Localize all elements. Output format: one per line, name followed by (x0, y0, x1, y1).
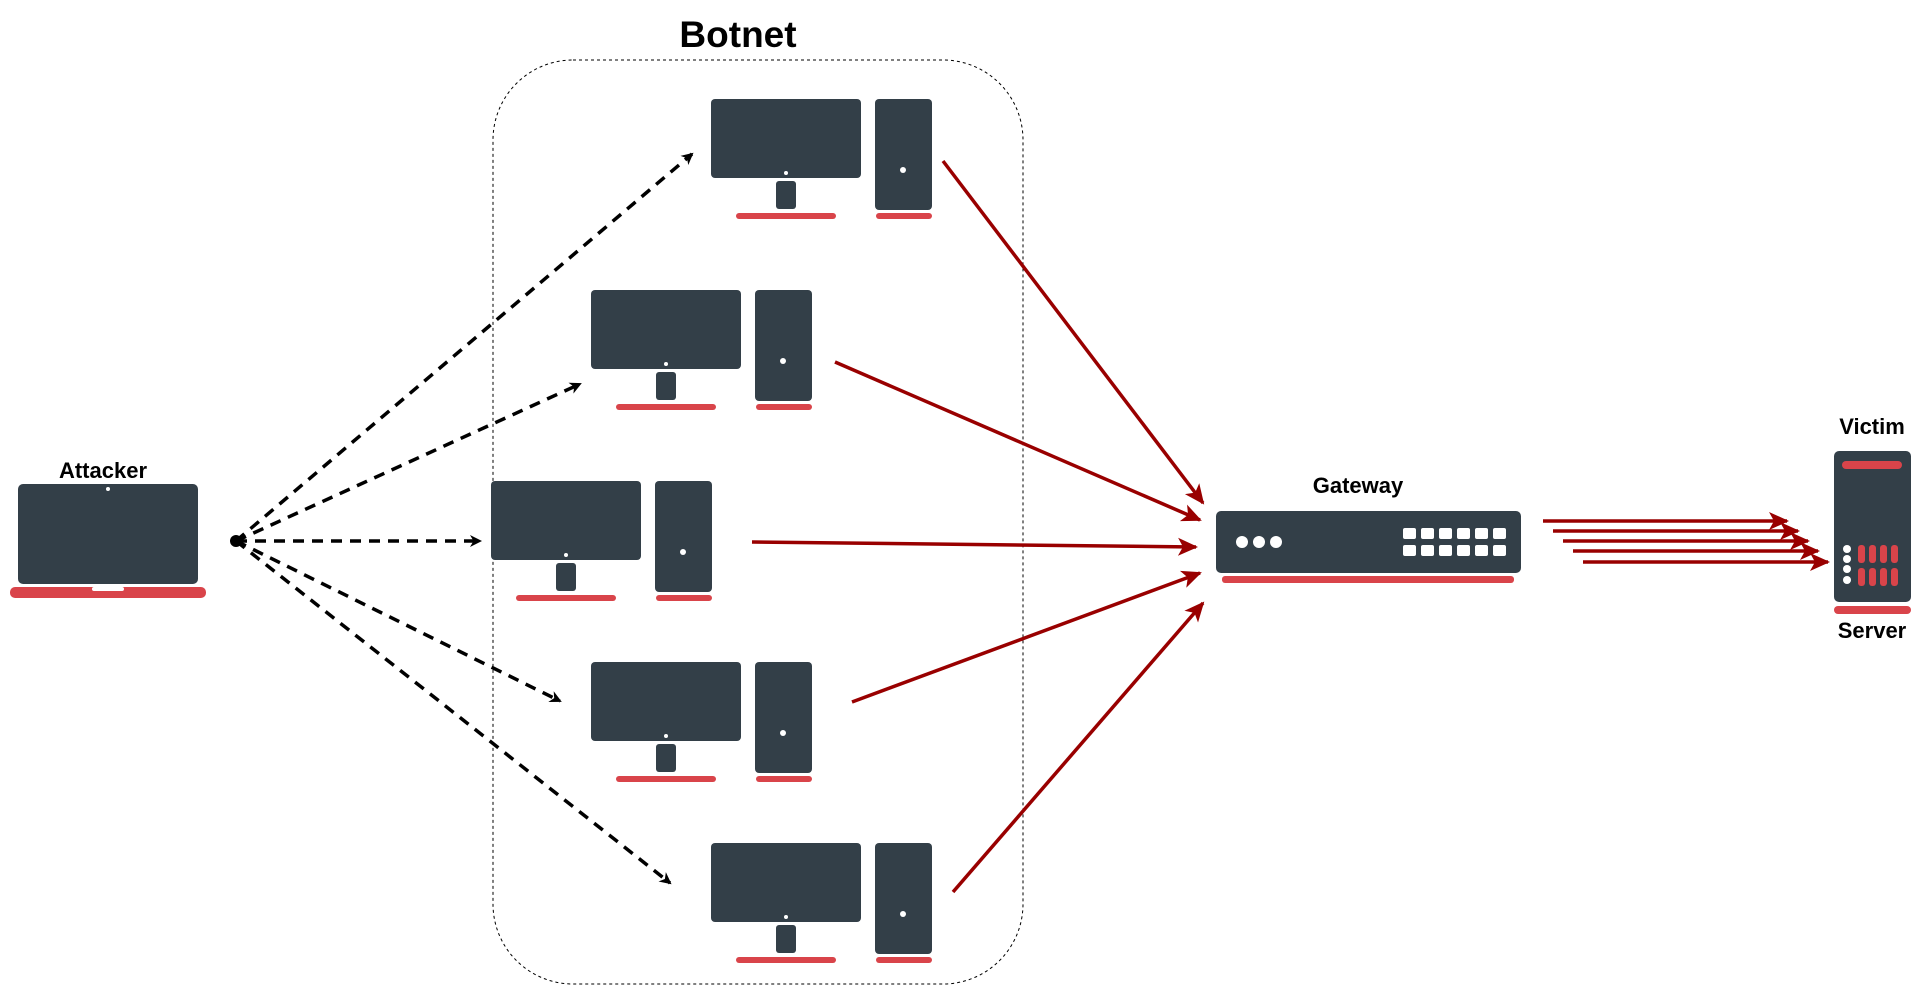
bot-computer-4 (591, 662, 812, 782)
desktop-computer-icon (711, 99, 932, 219)
attacker-node: Attacker (10, 458, 206, 598)
gateway-node: Gateway (1216, 473, 1521, 583)
desktop-computer-icon (591, 662, 812, 782)
botnet-title: Botnet (679, 14, 796, 55)
command-arrow-bot-1 (234, 152, 694, 543)
attack-arrow-bot-3 (751, 537, 1198, 556)
attack-arrow-bot-1 (941, 159, 1205, 505)
laptop-icon (10, 484, 206, 598)
command-arrow-bot-2 (235, 382, 582, 543)
flood-arrows (1543, 512, 1830, 571)
attack-arrow-bot-4 (851, 570, 1202, 704)
attack-arrows (751, 159, 1205, 894)
victim-node: Victim Server (1834, 414, 1911, 643)
gateway-router-icon (1216, 511, 1521, 583)
victim-label: Victim (1839, 414, 1905, 439)
command-arrow-bot-5 (234, 539, 672, 885)
server-icon (1834, 451, 1911, 614)
attacker-label: Attacker (59, 458, 147, 483)
attack-arrow-bot-2 (834, 360, 1202, 522)
server-label: Server (1838, 618, 1907, 643)
desktop-computer-icon (711, 843, 932, 963)
attack-arrow-bot-5 (951, 601, 1205, 894)
bot-computer-5 (711, 843, 932, 963)
command-origin-point (230, 535, 242, 547)
bot-computer-2 (591, 290, 812, 410)
gateway-label: Gateway (1313, 473, 1404, 498)
command-arrows (234, 152, 694, 885)
bot-computer-1 (711, 99, 932, 219)
desktop-computer-icon (491, 481, 712, 601)
desktop-computer-icon (591, 290, 812, 410)
bot-computer-3 (491, 481, 712, 601)
command-arrow-bot-4 (235, 539, 562, 703)
